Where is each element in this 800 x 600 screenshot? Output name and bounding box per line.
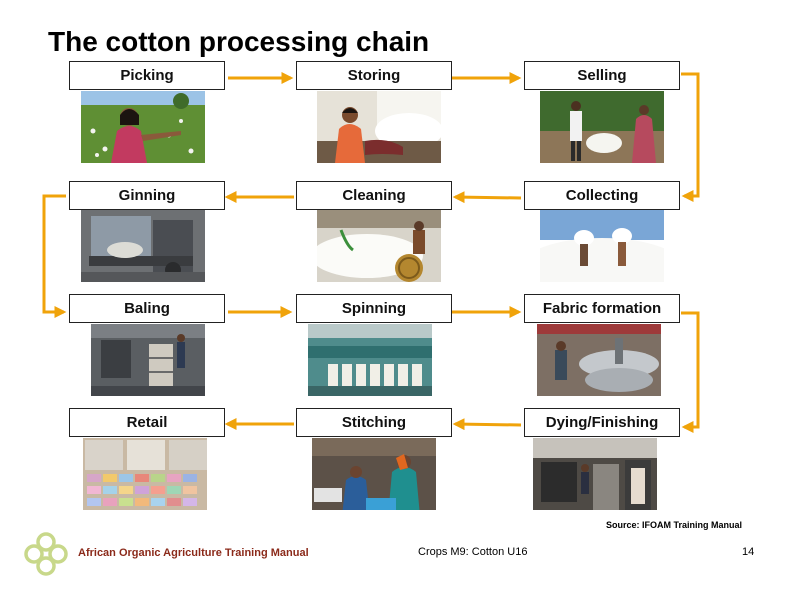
arrow-collecting-cleaning [452,191,522,204]
stage-box-selling: Selling [524,61,680,90]
stage-box-dying-finishing: Dying/Finishing [524,408,680,437]
photo-collecting [540,210,664,282]
footer-module: Crops M9: Cotton U16 [418,546,528,558]
stage-label: Picking [120,67,174,84]
stage-box-collecting: Collecting [524,181,680,210]
stage-box-cleaning: Cleaning [296,181,452,210]
stage-label: Fabric formation [542,300,662,317]
stage-label: Storing [347,67,401,84]
photo-baling [91,324,215,396]
stage-box-storing: Storing [296,61,452,90]
stage-label: Stitching [341,414,407,431]
stage-box-ginning: Ginning [69,181,225,210]
arrow-ginning-baling [42,194,67,318]
stage-box-fabric-formation: Fabric formation [524,294,680,323]
photo-spinning [308,324,432,396]
stage-box-stitching: Stitching [296,408,452,437]
stage-box-picking: Picking [69,61,225,90]
footer-manual-title: African Organic Agriculture Training Man… [78,547,309,559]
photo-retail [83,438,207,510]
photo-picking [81,91,205,163]
stage-label: Dying/Finishing [545,414,659,431]
arrow-selling-collecting [681,72,700,202]
stage-label: Retail [126,414,168,431]
stage-label: Collecting [565,187,639,204]
stage-label: Spinning [341,300,407,317]
photo-ginning [81,210,205,282]
stage-box-spinning: Spinning [296,294,452,323]
stage-label: Baling [124,300,170,317]
photo-selling [540,91,664,163]
page-number: 14 [742,546,755,558]
page-title: The cotton processing chain [48,26,430,57]
stage-box-baling: Baling [69,294,225,323]
arrow-dying-stitching [452,418,522,431]
source-note: Source: IFOAM Training Manual [605,520,742,530]
photo-dying-finishing [533,438,657,510]
stage-label: Cleaning [342,187,406,204]
photo-fabric-formation [537,324,661,396]
photo-cleaning [317,210,441,282]
arrow-fabric-dying [681,311,700,433]
photo-stitching [312,438,436,510]
photo-storing [317,91,441,163]
flower-logo-icon [24,532,68,576]
stage-label: Selling [577,67,627,84]
stage-label: Ginning [118,187,176,204]
stage-box-retail: Retail [69,408,225,437]
